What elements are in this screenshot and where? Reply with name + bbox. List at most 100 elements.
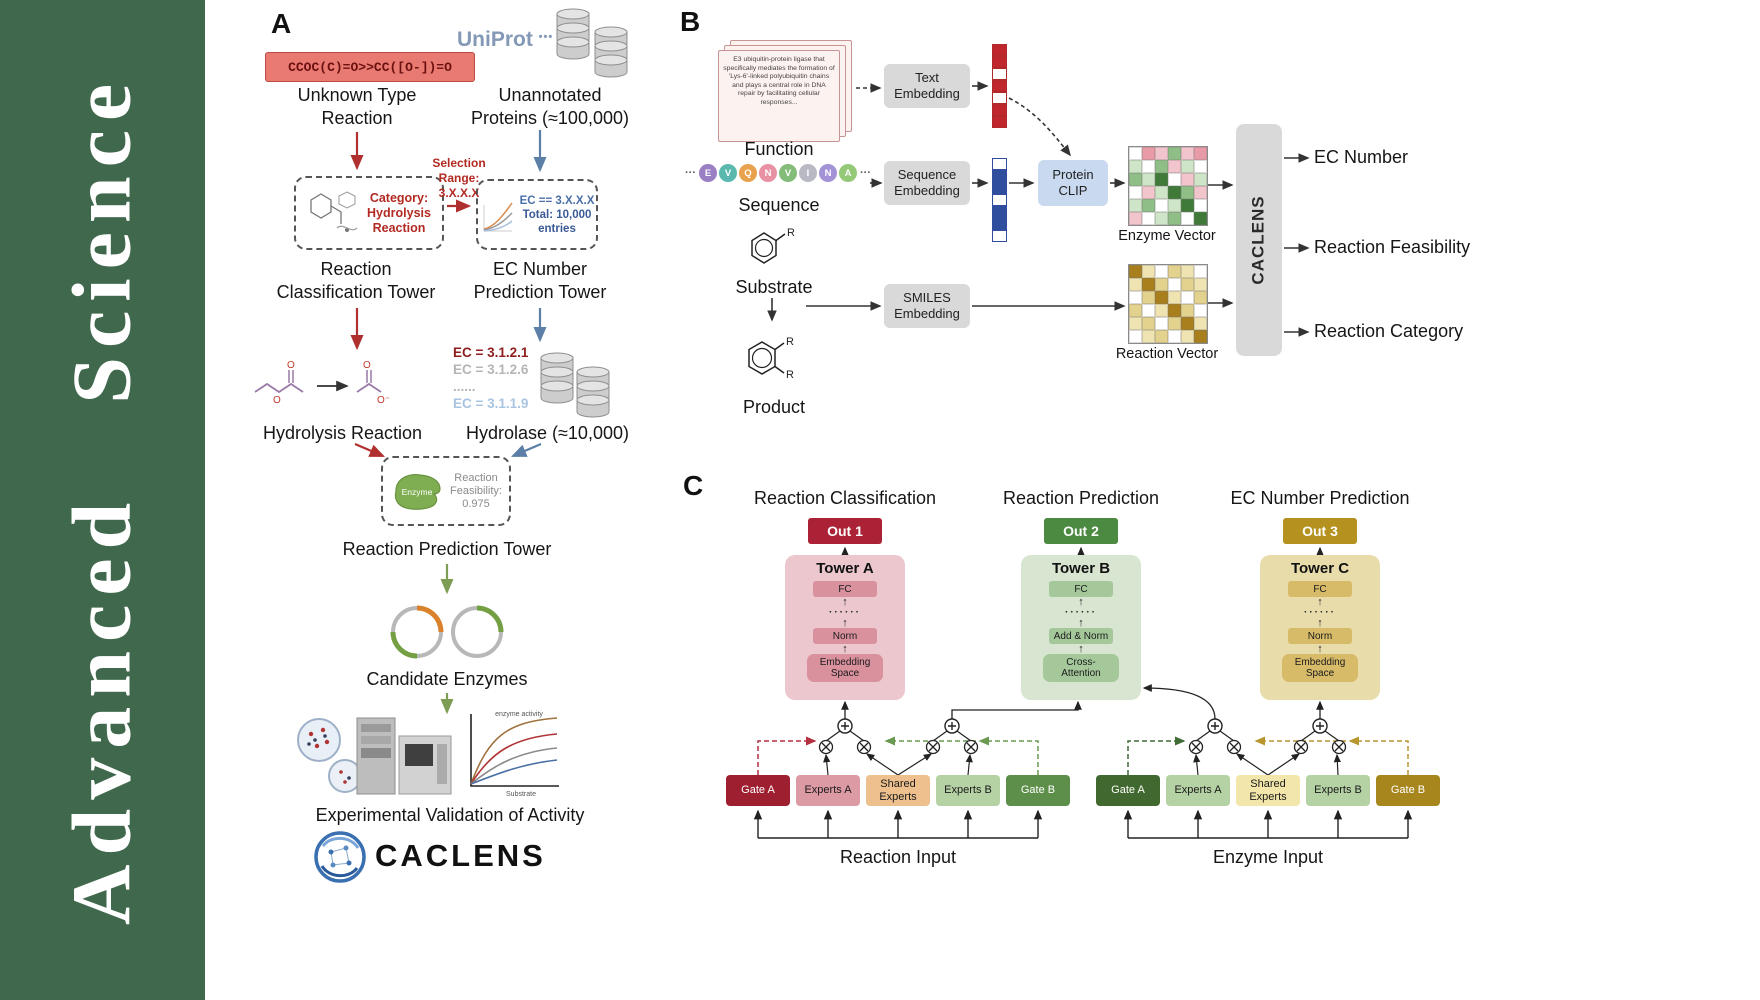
output-ec-number: EC Number [1314, 147, 1409, 167]
reaction-experts-a-box: Experts A [796, 775, 860, 806]
ec-dashed-box: EC == 3.X.X.X Total: 10,000 entries [476, 179, 598, 250]
multiply-circle-icons [818, 739, 1347, 755]
up-arrow-icon: ↑ [1317, 643, 1323, 655]
function-card-stack: E3 ubiquitin-protein ligase that specifi… [718, 40, 854, 144]
panel-c-graphics [753, 546, 1413, 839]
sequence-embedding-vector [992, 158, 1007, 242]
smiles-reaction-box: CCOC(C)=O>>CC([O-])=O [265, 52, 475, 82]
reaction-input-label: Reaction Input [839, 847, 957, 867]
panel-b-label: B [680, 6, 701, 37]
svg-text:O: O [273, 395, 281, 406]
panel-a-graphics: O O O O⁻ [254, 8, 628, 883]
enzyme-experts-a-box: Experts A [1166, 775, 1230, 806]
text-embedding-box: Text Embedding [884, 64, 970, 108]
sequence-ellipsis-left: ··· [685, 167, 696, 179]
panel-a-arrows [350, 130, 547, 715]
function-label: Function [744, 139, 814, 159]
feasibility-dashed-box: Enzyme Reaction Feasibility: 0.975 [381, 456, 511, 526]
petri-dish-icon [297, 718, 362, 793]
hydrolysis-reaction-label: Hydrolysis Reaction [262, 423, 423, 443]
panel-b: R R R B E3 ubiquitin-protein ligase that… [680, 0, 1500, 455]
tower-c-embedding-box: Embedding Space [1282, 654, 1358, 682]
smiles-embedding-box: SMILES Embedding [884, 284, 970, 328]
category-dashed-box: Category: Hydrolysis Reaction [294, 176, 444, 250]
output-reaction-category: Reaction Category [1314, 321, 1464, 341]
substrate-label: Substrate [735, 277, 813, 297]
ec-box-text: EC == 3.X.X.X Total: 10,000 entries [520, 194, 595, 236]
out3-box: Out 3 [1283, 518, 1357, 544]
tower-output-arrows [841, 546, 1324, 556]
uniprot-dots: ••• [538, 31, 554, 43]
up-arrow-icon: ↑ [1078, 643, 1084, 655]
unknown-reaction-label: Unknown Type Reaction [297, 85, 417, 128]
ec-item: EC = 3.1.2.1 [453, 345, 529, 360]
tower-b: Tower B FC ↑ ······ ↑ Add & Norm ↑ Cross… [1021, 555, 1141, 700]
out2-box: Out 2 [1044, 518, 1118, 544]
enzyme-experts-b-box: Experts B [1306, 775, 1370, 806]
database-icon-uniprot [556, 8, 628, 78]
panel-c-label: C [683, 470, 704, 501]
panel-c: C Reaction Classification Reaction Predi… [680, 460, 1500, 900]
enzyme-blob-icon: Enzyme [394, 474, 441, 510]
feasibility-text: Reaction Feasibility: 0.975 [450, 471, 502, 510]
input-bus-lines [753, 809, 1413, 839]
panel-b-arrows [767, 81, 1310, 337]
database-icon-hydrolase [540, 352, 610, 418]
panel-b-graphics: R R R [748, 81, 1310, 381]
tower-b-crossattention-box: Cross- Attention [1043, 654, 1119, 682]
ec-prediction-tower-label: EC Number Prediction Tower [473, 259, 607, 302]
tower-b-dots: ······ [1065, 607, 1097, 618]
tower-a-dots: ······ [829, 607, 861, 618]
caclens-model-block: CACLENS [1236, 124, 1282, 356]
reaction-classification-tower-label: Reaction Classification Tower [276, 259, 436, 302]
function-card: E3 ubiquitin-protein ligase that specifi… [718, 50, 840, 142]
product-molecule-icon: R R [748, 336, 794, 381]
enzyme-blob-label: Enzyme [402, 487, 433, 497]
tower-a: Tower A FC ↑ ······ ↑ Norm ↑ Embedding S… [785, 555, 905, 700]
tower-c-norm-box: Norm [1288, 628, 1352, 644]
expert-to-gate-lines [823, 730, 1341, 776]
reaction-prediction-tower-label: Reaction Prediction Tower [342, 539, 552, 559]
protein-clip-box: Protein CLIP [1038, 160, 1108, 206]
substrate-r-label: R [787, 227, 795, 239]
enzyme-activity-plot: enzyme activity Substrate [470, 711, 559, 798]
up-arrow-icon: ↑ [842, 643, 848, 655]
panel-a-label: A [271, 8, 292, 39]
reaction-gate-b-box: Gate B [1006, 775, 1070, 806]
reaction-shared-experts-box: Shared Experts [866, 775, 930, 806]
svg-text:O⁻: O⁻ [377, 395, 390, 406]
sequence-ellipsis-right: ··· [860, 167, 871, 179]
plot-top-label: enzyme activity [495, 711, 543, 718]
gate-dashed-arrows [757, 736, 1409, 775]
up-arrow-icon: ↑ [1078, 596, 1084, 608]
mixture-to-tower-lines [841, 684, 1324, 720]
ec-item: EC = 3.1.2.6 [453, 362, 529, 377]
unannotated-proteins-label: Unannotated Proteins (≈100,000) [471, 85, 629, 128]
caclens-wordmark: CACLENS [375, 838, 546, 873]
product-r-label-1: R [786, 336, 794, 348]
tower-b-addnorm-box: Add & Norm [1049, 628, 1113, 644]
category-text: Category: Hydrolysis Reaction [367, 190, 431, 235]
tower-c-title: Tower C [1290, 560, 1350, 577]
up-arrow-icon: ↑ [1317, 617, 1323, 629]
up-arrow-icon: ↑ [1317, 596, 1323, 608]
reaction-classification-title: Reaction Classification [753, 488, 937, 508]
enzyme-gate-a-box: Gate A [1096, 775, 1160, 806]
tower-b-fc-box: FC [1049, 581, 1113, 597]
reaction-vector-grid [1128, 264, 1208, 344]
sequence-label: Sequence [738, 195, 820, 215]
ec-item: ...... [453, 379, 476, 394]
tower-a-embedding-box: Embedding Space [807, 654, 883, 682]
experimental-validation-label: Experimental Validation of Activity [315, 805, 585, 825]
substrate-molecule-icon: R [751, 227, 795, 264]
reaction-gate-a-box: Gate A [726, 775, 790, 806]
plot-x-label: Substrate [506, 791, 536, 798]
product-r-label-2: R [786, 369, 794, 381]
candidate-enzymes-label: Candidate Enzymes [366, 669, 528, 689]
caclens-block-label: CACLENS [1249, 195, 1269, 285]
up-arrow-icon: ↑ [1078, 617, 1084, 629]
enzyme-vector-label: Enzyme Vector [1118, 228, 1216, 244]
